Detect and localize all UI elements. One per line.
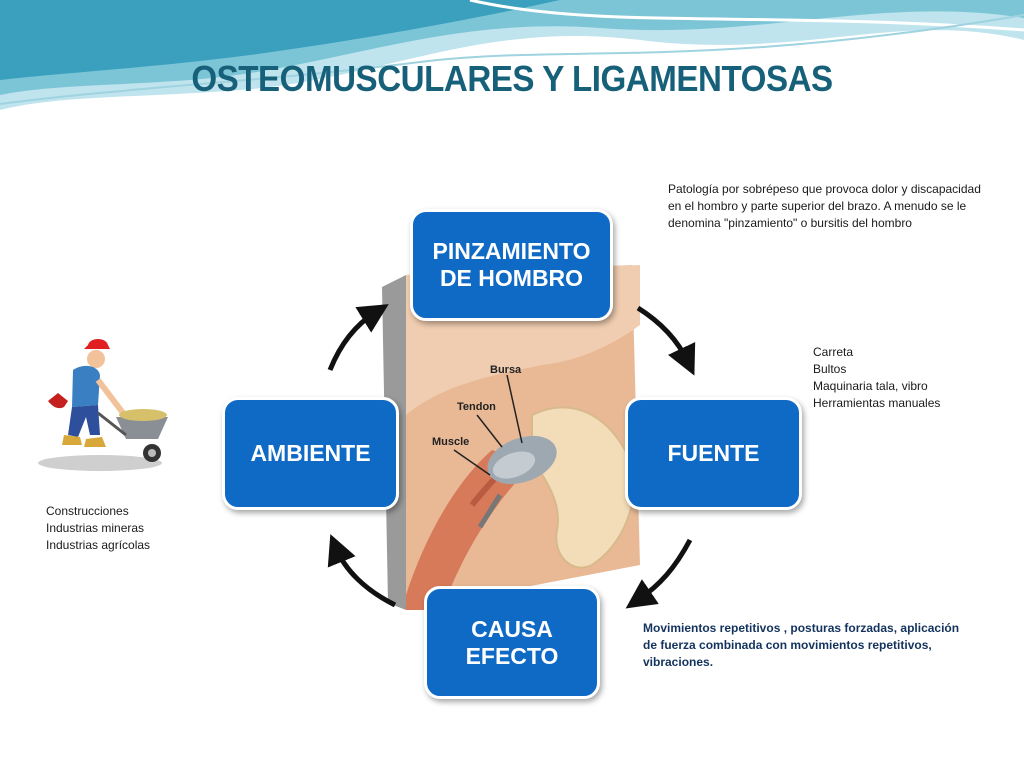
box-fuente: FUENTE — [625, 397, 802, 510]
note-ambiente: Construcciones Industrias mineras Indust… — [46, 504, 151, 552]
note-causa-efecto: Movimientos repetitivos , posturas forza… — [643, 621, 960, 669]
tendon-label: Tendon — [457, 401, 496, 413]
cycle-arrow-icon — [636, 305, 696, 376]
box-pinzamiento: PINZAMIENTO DE HOMBRO — [410, 209, 613, 321]
bursa-label: Bursa — [490, 364, 522, 376]
header-wave — [0, 0, 1024, 110]
box-ambiente: AMBIENTE — [222, 397, 399, 510]
note-pinzamiento: Patología por sobrépeso que provoca dolo… — [668, 182, 981, 230]
page-title: OSTEOMUSCULARES Y LIGAMENTOSAS — [191, 58, 833, 99]
note-fuente: Carreta Bultos Maquinaria tala, vibro He… — [813, 345, 941, 410]
box-causa-efecto: CAUSA EFECTO — [424, 586, 600, 699]
cycle-arrow-icon — [327, 304, 389, 371]
worker-wheelbarrow-icon — [38, 339, 168, 471]
muscle-label: Muscle — [432, 436, 469, 448]
cycle-arrow-icon — [625, 538, 693, 609]
cycle-arrow-icon — [327, 534, 397, 608]
